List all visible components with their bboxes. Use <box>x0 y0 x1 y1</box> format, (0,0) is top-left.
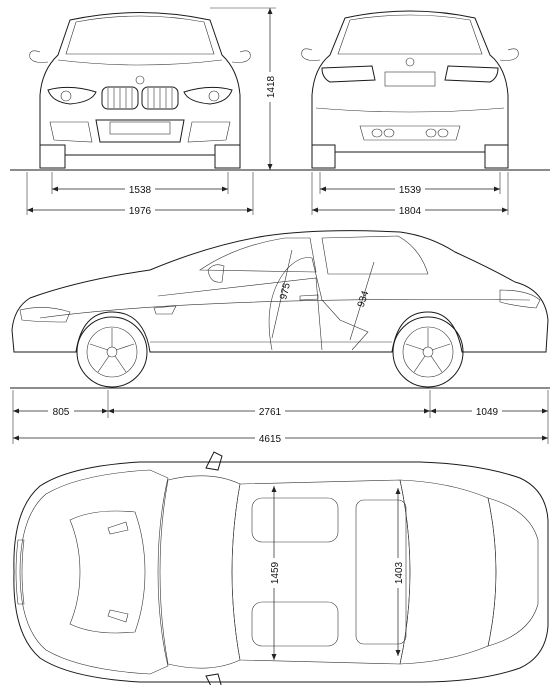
front-shoulder-width-dimension: 1459 <box>268 486 281 660</box>
rear-overhang-label: 1049 <box>476 407 499 418</box>
wheelbase-label: 2761 <box>259 407 282 418</box>
rear-window <box>337 14 483 55</box>
overall-length-dimension: 4615 <box>13 432 548 445</box>
rear-wheel-logo-icon <box>422 346 434 358</box>
front-view <box>29 12 251 169</box>
width-with-mirrors-dimension: 1976 <box>26 172 254 217</box>
front-overhang-dimension: 805 <box>12 390 109 444</box>
front-license-plate <box>109 121 171 135</box>
front-lower-intake <box>95 119 185 143</box>
top-hood-bulge <box>69 510 146 634</box>
rear-license-plate <box>384 71 436 87</box>
top-front-seat-left <box>251 497 339 543</box>
rear-headroom-label: 934 <box>356 289 372 309</box>
top-kidney-grille <box>15 539 25 605</box>
rear-tyre-right <box>484 144 509 169</box>
overall-height-label: 1418 <box>266 75 277 98</box>
side-mirror <box>207 264 225 283</box>
headlight-right <box>183 86 233 105</box>
rear-track-label: 1539 <box>399 185 422 196</box>
side-taillight <box>499 289 541 309</box>
top-windshield <box>159 475 241 669</box>
front-tyre-left <box>39 144 66 169</box>
front-wheel <box>76 316 148 388</box>
side-window-rear <box>321 235 429 275</box>
top-rear-window <box>399 479 497 665</box>
front-wheel-logo-icon <box>106 346 118 358</box>
width-with-mirrors-label: 1976 <box>129 206 152 217</box>
exhaust-tips <box>371 128 449 138</box>
rear-shoulder-width-dimension: 1403 <box>392 488 405 656</box>
kidney-grille-right <box>141 86 179 110</box>
rear-diffuser <box>359 125 461 141</box>
rear-track-dimension: 1539 <box>319 172 501 196</box>
headlight-ring-left <box>60 90 72 102</box>
rear-body-outline <box>311 10 509 169</box>
front-headroom-label: 975 <box>278 282 293 301</box>
front-shoulder-width-label: 1459 <box>270 561 281 584</box>
front-hood-line <box>57 59 223 66</box>
front-mirror-right <box>231 50 251 63</box>
rear-mirror-right <box>499 48 519 61</box>
top-roof <box>231 479 411 665</box>
front-side-intake-left <box>49 121 93 143</box>
top-mirror-left <box>205 451 223 471</box>
rear-bumper-line <box>315 107 505 113</box>
side-window-front <box>199 237 317 273</box>
front-track-label: 1538 <box>129 185 152 196</box>
front-side-intake-right <box>187 121 231 143</box>
front-track-dimension: 1538 <box>51 172 229 196</box>
rear-view <box>301 10 519 169</box>
front-windshield <box>65 15 215 55</box>
side-seat-outline <box>268 257 369 351</box>
side-view: 975 934 <box>11 230 549 388</box>
taillight-left <box>321 65 376 83</box>
top-view <box>13 451 549 685</box>
rear-shoulder-width-label: 1403 <box>394 561 405 584</box>
front-bmw-logo-icon <box>135 75 145 85</box>
front-tyre-right <box>214 144 241 169</box>
top-trunk <box>487 497 539 647</box>
top-front-seat-right <box>251 601 339 647</box>
body-width-dimension: 1804 <box>311 172 509 217</box>
wheelbase-dimension: 2761 <box>108 390 431 418</box>
headlight-ring-right <box>208 90 220 102</box>
rear-wheel <box>392 316 464 388</box>
side-shoulder-line <box>39 299 531 319</box>
overall-length-label: 4615 <box>259 434 282 445</box>
headlight-left <box>47 86 97 105</box>
rear-bmw-logo-icon <box>405 57 415 67</box>
taillight-right <box>444 65 499 83</box>
top-vent-right <box>107 609 129 623</box>
side-front-vent <box>153 305 177 315</box>
side-headlight <box>19 307 71 323</box>
front-mirror-left <box>29 50 49 63</box>
top-rear-bench <box>355 499 407 645</box>
side-door-handle <box>299 294 319 301</box>
top-vent-left <box>107 521 129 535</box>
side-body-outline <box>11 230 549 353</box>
overall-height-dimension: 1418 <box>210 7 277 170</box>
front-overhang-label: 805 <box>53 407 70 418</box>
side-door-line <box>157 277 323 351</box>
top-mirror-right <box>205 673 222 685</box>
rear-tyre-left <box>311 144 336 169</box>
rear-overhang-dimension: 1049 <box>430 390 549 444</box>
rear-mirror-left <box>301 48 321 61</box>
kidney-grille-bars <box>107 88 173 108</box>
top-body-outline <box>13 461 549 683</box>
front-headroom-line <box>271 249 293 339</box>
top-hood <box>19 469 169 675</box>
body-width-label: 1804 <box>399 206 422 217</box>
rear-headroom-line <box>349 261 375 341</box>
front-body-outline <box>39 12 241 169</box>
kidney-grille-left <box>101 86 139 110</box>
